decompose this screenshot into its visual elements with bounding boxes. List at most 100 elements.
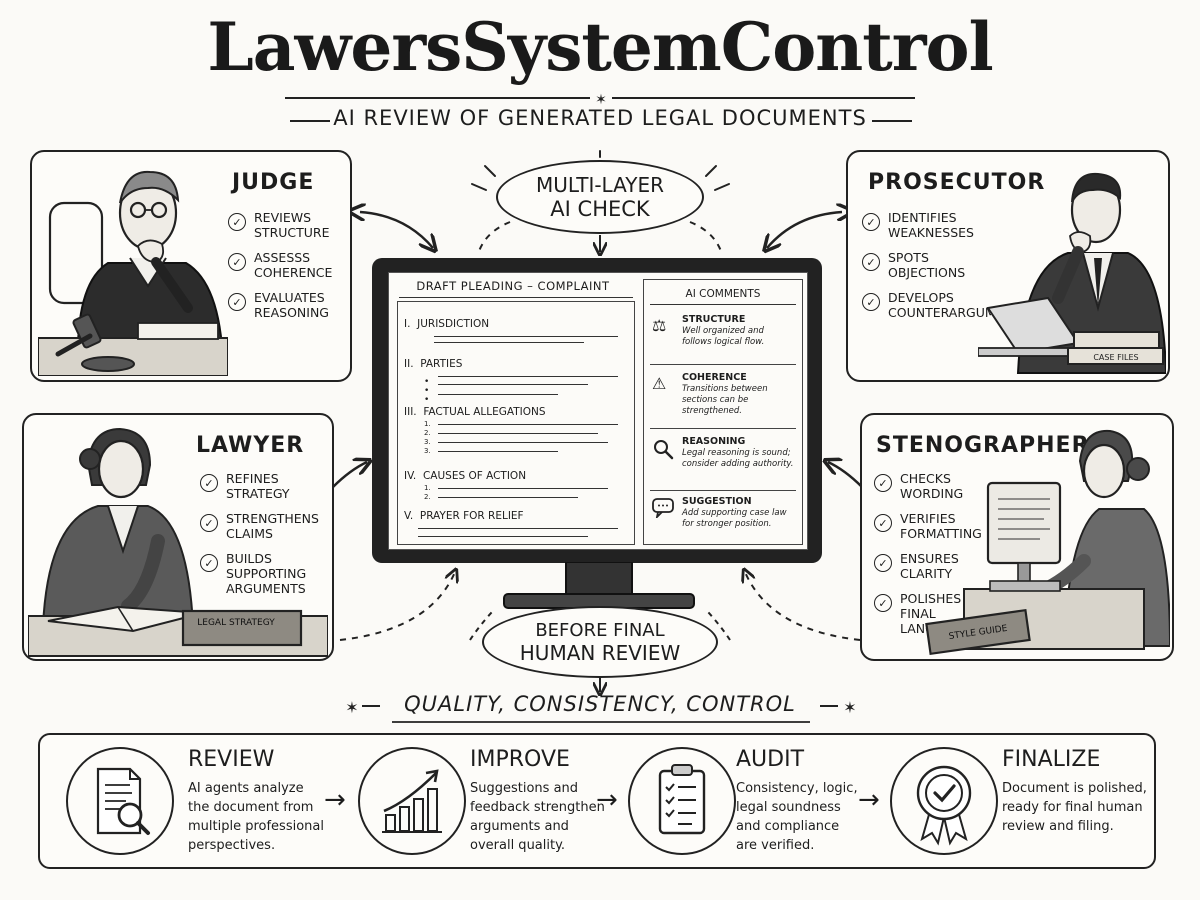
task-item: ✓ ENSURES CLARITY [874,551,1000,581]
task-item: ✓ EVALUATES REASONING [228,290,364,320]
section-heading: V. PRAYER FOR RELIEF [404,510,524,522]
task-text: CHECKS WORDING [900,471,964,501]
judge-card: JUDGE ✓ REVIEWS STRUCTURE ✓ ASSESSS COHERE… [30,150,352,382]
check-icon: ✓ [862,253,880,271]
task-item: ✓ REVIEWS STRUCTURE [228,210,364,240]
prosecutor-illustration: CASE FILES [978,172,1166,374]
book-label: CASE FILES [1093,353,1138,362]
task-text: REFINES STRATEGY [226,471,290,501]
check-icon: ✓ [874,554,892,572]
oval-line-1: BEFORE FINAL [535,620,665,641]
comment-body: Legal reasoning is sound; consider addin… [682,448,794,469]
page-subtitle: AI REVIEW OF GENERATED LEGAL DOCUMENTS [333,106,867,130]
comment-title: SUGGESTION [682,496,752,507]
task-item: ✓ STRENGTHENS CLAIMS [200,511,322,541]
stenographer-title: STENOGRAPHER [876,433,1090,458]
task-text: STRENGTHENS CLAIMS [226,511,319,541]
lawyer-illustration: LEGAL STRATEGY [28,427,328,657]
task-text: EVALUATES REASONING [254,290,329,320]
prosecutor-title: PROSECUTOR [868,170,1046,195]
award-badge-icon [916,765,972,846]
document-title: DRAFT PLEADING – COMPLAINT [416,279,610,293]
task-item: ✓ REFINES STRATEGY [200,471,322,501]
scales-icon: ⚖ [652,316,667,335]
stenographer-card: STENOGRAPHER ✓CHECKS WORDING ✓VERIFIES F… [860,413,1174,661]
step-finalize-circle [890,747,998,855]
lawyer-card: LEGAL STRATEGY LAWYER ✓REFINES STRATEGY … [22,413,334,661]
step-title: AUDIT [736,747,805,772]
task-text: SPOTS OBJECTIONS [888,250,966,280]
comment-title: REASONING [682,436,746,447]
motto: QUALITY, CONSISTENCY, CONTROL [404,692,796,716]
check-icon: ✓ [200,554,218,572]
check-icon: ✓ [874,514,892,532]
task-text: ASSESSS COHERENCE [254,250,333,280]
check-icon: ✓ [200,514,218,532]
check-icon: ✓ [874,594,892,612]
check-icon: ✓ [862,293,880,311]
oval-line-2: AI CHECK [550,197,650,221]
task-text: BUILDS SUPPORTING ARGUMENTS [226,551,307,596]
section-heading: IV. CAUSES OF ACTION [404,470,527,482]
book-label: LEGAL STRATEGY [197,618,275,628]
document-body: I. JURISDICTION II. PARTIES ••• III. FAC… [397,301,635,545]
comment-title: STRUCTURE [682,314,746,325]
stenographer-illustration: STYLE GUIDE [925,429,1170,656]
arrow-right-icon: → [596,785,618,815]
judge-task-list: ✓ REVIEWS STRUCTURE ✓ ASSESSS COHERENCE ✓ E… [228,210,364,330]
step-title: REVIEW [188,747,275,772]
comment-item: ⚠ COHERENCE Transitions between sections… [650,368,796,429]
lawyer-title: LAWYER [196,433,305,458]
svg-text:✶: ✶ [595,92,607,108]
warning-icon: ⚠ [652,374,667,393]
task-text: ENSURES CLARITY [900,551,959,581]
document-search-icon [96,767,150,835]
step-audit-circle [628,747,736,855]
multi-layer-ai-check-oval: MULTI-LAYER AI CHECK [496,160,704,234]
task-item: ✓ CHECKS WORDING [874,471,1000,501]
comment-body: Transitions between sections can be stre… [682,384,768,416]
task-text: REVIEWS STRUCTURE [254,210,330,240]
task-item: ✓ SPOTS OBJECTIONS [862,250,1028,280]
speech-bubble-icon [652,498,674,518]
prosecutor-card: PROSECUTOR ✓ IDENTIFIES WEAKNESSES ✓ SPOTS… [846,150,1170,382]
check-icon: ✓ [228,253,246,271]
section-heading: I. JURISDICTION [404,318,490,330]
comment-item: REASONING Legal reasoning is sound; cons… [650,432,796,491]
monitor-stand [503,562,695,609]
oval-line-1: MULTI-LAYER [535,173,665,197]
task-item: ✓ BUILDS SUPPORTING ARGUMENTS [200,551,322,596]
ai-comments-panel: AI COMMENTS ⚖ STRUCTURE Well organized a… [643,279,803,545]
stenographer-task-list: ✓CHECKS WORDING ✓VERIFIES FORMATTING ✓EN… [874,471,1000,646]
arrow-right-icon: → [858,785,880,815]
arrow-right-icon: → [324,785,346,815]
step-review-circle [66,747,174,855]
task-text: IDENTIFIES WEAKNESSES [888,210,974,240]
check-icon: ✓ [228,293,246,311]
svg-text:✶: ✶ [345,698,358,717]
comment-body: Well organized and follows logical flow. [682,326,765,347]
judge-title: JUDGE [232,170,315,195]
check-icon: ✓ [200,474,218,492]
step-title: FINALIZE [1002,747,1101,772]
section-heading: III. FACTUAL ALLEGATIONS [404,406,546,418]
before-final-human-review-oval: BEFORE FINAL HUMAN REVIEW [482,606,718,678]
page-title: LawersSystemControl [207,8,993,86]
step-improve-circle [358,747,466,855]
checklist-icon [658,764,706,835]
oval-line-2: HUMAN REVIEW [519,641,681,665]
task-item: ✓ ASSESSS COHERENCE [228,250,364,280]
check-icon: ✓ [874,474,892,492]
monitor: DRAFT PLEADING – COMPLAINT I. JURISDICTI… [372,258,822,563]
draft-document: DRAFT PLEADING – COMPLAINT I. JURISDICTI… [389,273,637,549]
step-title: IMPROVE [470,747,570,772]
check-icon: ✓ [228,213,246,231]
section-heading: II. PARTIES [404,358,463,370]
judge-illustration [38,170,228,376]
comment-item: ⚖ STRUCTURE Well organized and follows l… [650,310,796,365]
monitor-screen: DRAFT PLEADING – COMPLAINT I. JURISDICTI… [388,272,808,550]
